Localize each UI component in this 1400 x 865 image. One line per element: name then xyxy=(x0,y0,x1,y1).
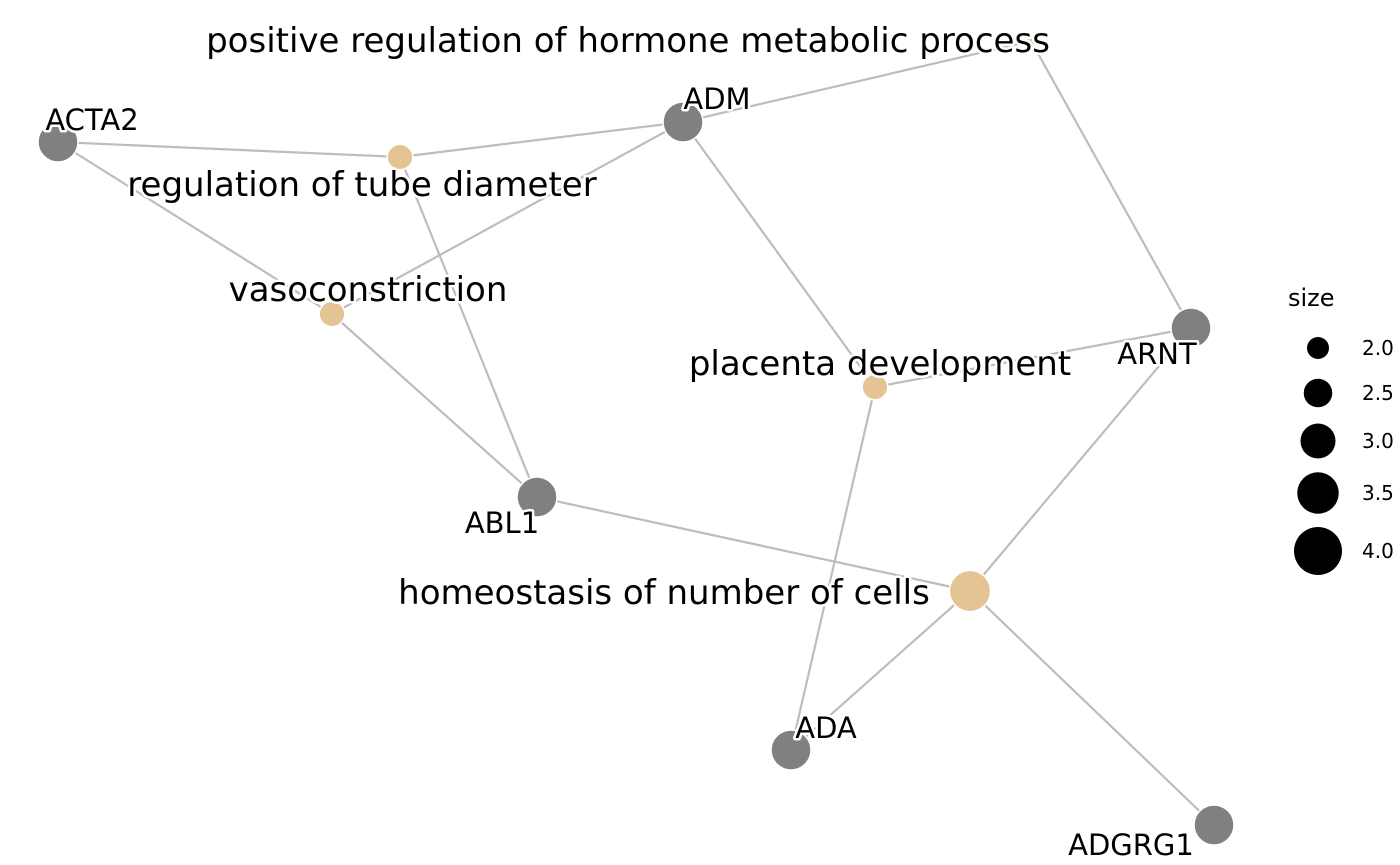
legend-size-symbol xyxy=(1303,378,1333,408)
edge-regulation-of-tube-diameter-to-abl1 xyxy=(398,156,539,498)
network-nodes xyxy=(37,35,1235,846)
legend-size-symbol xyxy=(1307,337,1329,359)
edge-arnt-to-homeostasis-of-number-of-cells xyxy=(969,327,1192,592)
edge-regulation-of-tube-diameter-to-adm xyxy=(399,120,684,159)
edge-placenta-development-to-arnt xyxy=(874,326,1192,389)
term-node-positive-regulation-of-hormone-metabolic-process xyxy=(1025,35,1037,47)
network-labels: positive regulation of hormone metabolic… xyxy=(43,19,1200,865)
term-label-vasoconstriction: vasoconstriction xyxy=(229,270,508,310)
term-node-homeostasis-of-number-of-cells xyxy=(948,569,992,613)
edge-adm-to-positive-regulation-of-hormone-metabolic-process xyxy=(682,39,1032,124)
legend-size-label: 3.5 xyxy=(1362,481,1394,505)
gene-label-abl1: ABL1 xyxy=(465,506,539,540)
legend-size-label: 2.5 xyxy=(1362,381,1394,405)
edge-positive-regulation-of-hormone-metabolic-process-to-arnt xyxy=(1030,40,1192,329)
edge-homeostasis-of-number-of-cells-to-adgrg1 xyxy=(969,590,1215,826)
gene-label-arnt: ARNT xyxy=(1117,337,1197,371)
term-label-regulation-of-tube-diameter: regulation of tube diameter xyxy=(127,165,596,205)
legend-size-symbol xyxy=(1300,423,1336,459)
gene-label-acta2: ACTA2 xyxy=(45,103,138,137)
gene-node-ada xyxy=(770,729,812,771)
edge-abl1-to-homeostasis-of-number-of-cells xyxy=(536,495,971,593)
edge-adm-to-vasoconstriction xyxy=(331,121,684,315)
edge-placenta-development-to-ada xyxy=(789,386,877,751)
gene-node-adgrg1 xyxy=(1193,804,1235,846)
term-label-positive-regulation-of-hormone-metabolic-process: positive regulation of hormone metabolic… xyxy=(206,21,1050,61)
edge-acta2-to-vasoconstriction xyxy=(57,141,333,315)
gene-label-adm: ADM xyxy=(683,82,750,116)
size-legend: size 2.0 2.5 3.0 3.5 4.0 xyxy=(1288,284,1394,575)
legend-size-label: 4.0 xyxy=(1362,539,1394,563)
edge-adm-to-placenta-development xyxy=(682,121,876,388)
edge-homeostasis-of-number-of-cells-to-ada xyxy=(790,590,971,751)
gene-node-adm xyxy=(662,101,704,143)
legend-size-symbol xyxy=(1294,527,1342,575)
term-label-placenta-development: placenta development xyxy=(689,344,1071,384)
legend-size-label: 2.0 xyxy=(1362,336,1394,360)
gene-label-adgrg1: ADGRG1 xyxy=(1068,828,1194,862)
gene-node-acta2 xyxy=(37,121,79,163)
gene-node-abl1 xyxy=(516,476,558,518)
network-edges xyxy=(57,39,1215,826)
term-node-vasoconstriction xyxy=(318,300,346,328)
edge-vasoconstriction-to-abl1 xyxy=(331,313,538,498)
legend-size-symbol xyxy=(1297,472,1339,514)
gene-label-ada: ADA xyxy=(795,711,857,745)
term-node-regulation-of-tube-diameter xyxy=(386,143,414,171)
legend-size-label: 3.0 xyxy=(1362,429,1394,453)
gene-node-arnt xyxy=(1170,307,1212,349)
edge-acta2-to-regulation-of-tube-diameter xyxy=(57,140,401,159)
term-node-placenta-development xyxy=(861,373,889,401)
legend-title: size xyxy=(1288,284,1335,312)
term-label-homeostasis-of-number-of-cells: homeostasis of number of cells xyxy=(398,573,930,613)
